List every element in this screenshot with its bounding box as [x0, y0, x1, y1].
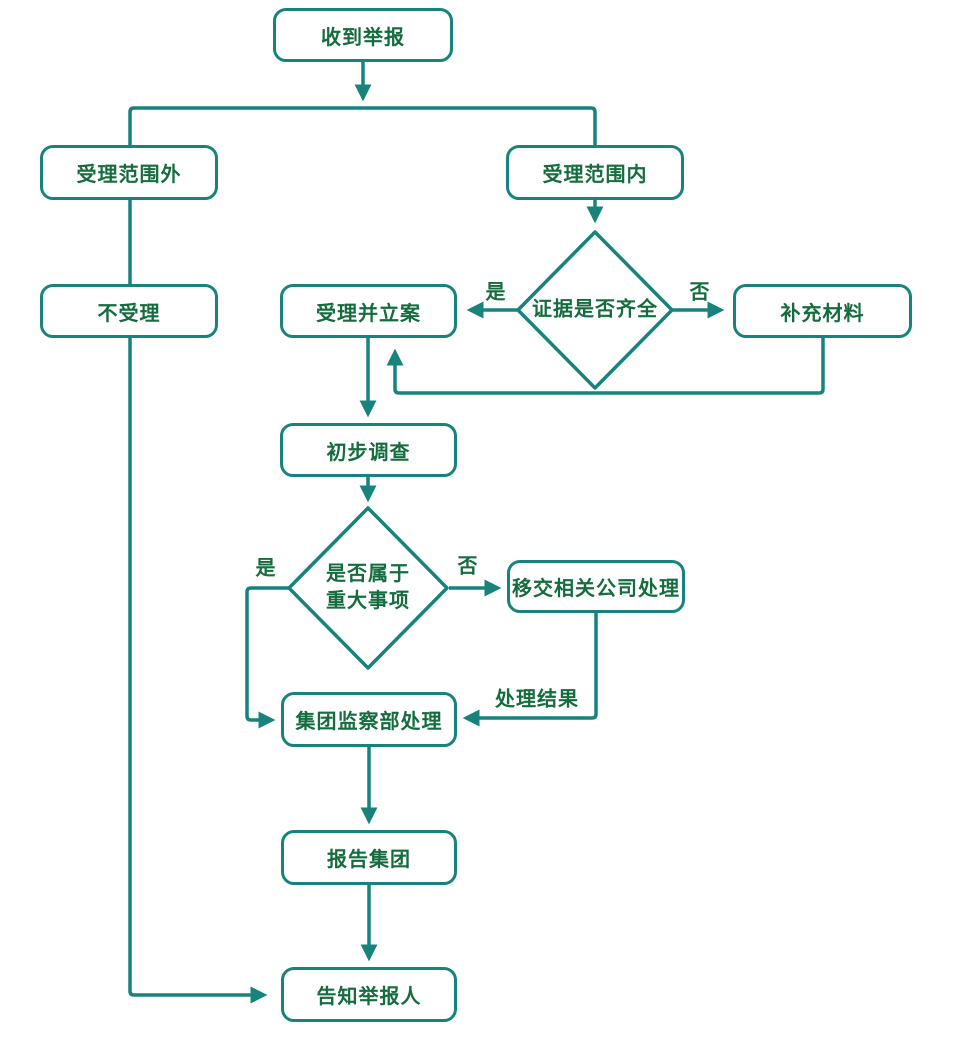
edge-label-evidence-no: 否 [689, 281, 711, 304]
node-inform-reporter: 告知举报人 [281, 967, 457, 1022]
decision-evidence-complete [516, 230, 674, 390]
decision-is-major-matter [287, 506, 449, 670]
node-group-supervision-dept: 集团监察部处理 [281, 692, 457, 747]
node-supplement-materials: 补充材料 [733, 284, 912, 338]
node-preliminary-investigation: 初步调查 [280, 423, 457, 477]
edge-label-major-no: 否 [457, 555, 479, 578]
edge-label-handling-result: 处理结果 [495, 688, 579, 711]
edge-major-yes [245, 586, 290, 729]
node-received: 收到举报 [273, 8, 453, 62]
edge-handling-result [462, 613, 598, 727]
node-out-of-scope: 受理范围外 [40, 145, 218, 200]
node-not-accepted: 不受理 [40, 284, 218, 338]
decision-label-evidence-complete: 证据是否齐全 [532, 298, 658, 321]
edge-label-major-yes: 是 [255, 557, 277, 580]
node-report-to-group: 报告集团 [281, 830, 457, 885]
decision-label-is-major-matter: 是否属于 重大事项 [326, 563, 410, 612]
node-transfer-to-company: 移交相关公司处理 [507, 560, 685, 613]
edge-split-left-to-inform [128, 106, 597, 1004]
node-in-scope: 受理范围内 [506, 145, 684, 200]
node-accept-and-file: 受理并立案 [280, 284, 457, 338]
edge-label-evidence-yes: 是 [485, 281, 507, 304]
edge-supplement-loop [386, 338, 825, 395]
